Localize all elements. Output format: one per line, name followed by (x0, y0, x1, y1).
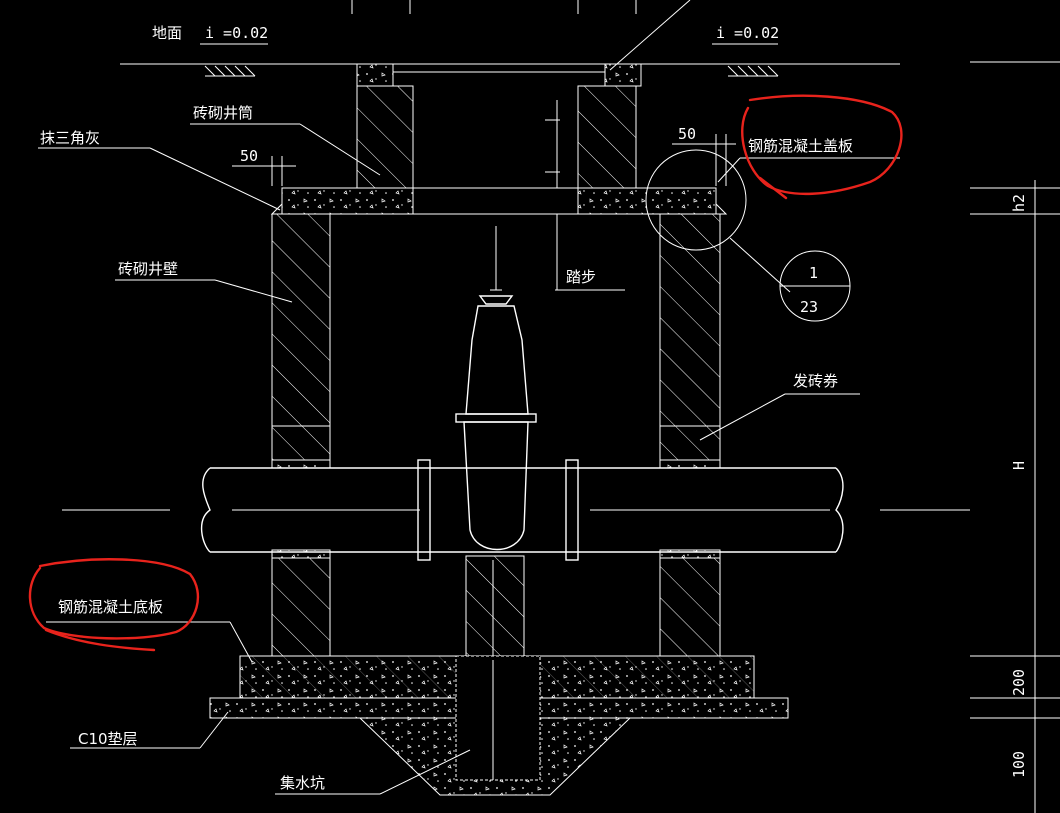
brick-arch-label: 发砖券 (793, 372, 838, 390)
red-highlight-annotations (28, 94, 903, 652)
top-tick-marks (351, 0, 691, 71)
offset-left-dim: 50 (240, 147, 258, 165)
vertical-dimensions: h2 H 200 100 (970, 180, 1060, 813)
sump-column (465, 555, 525, 780)
manhole-frame (356, 63, 642, 87)
ground-line: 地面 i =0.02 i =0.02 (120, 24, 1060, 77)
offset-right-dim: 50 (678, 125, 696, 143)
sump-label: 集水坑 (280, 774, 325, 792)
leader-lines (38, 123, 900, 795)
shaft-label: 砖砌井筒 (193, 104, 253, 122)
detail-callout: 1 23 (645, 149, 851, 322)
steps-label: 踏步 (566, 268, 596, 286)
h2-dim: h2 (1010, 194, 1028, 212)
cushion-label: C10垫层 (78, 730, 138, 748)
c10-cushion (209, 655, 789, 796)
brick-shaft (356, 85, 637, 290)
detail-number: 1 (809, 264, 818, 282)
slope-right-label: i =0.02 (716, 24, 779, 42)
bottom-plate-label: 钢筋混凝土底板 (58, 598, 163, 616)
slope-left-label: i =0.02 (205, 24, 268, 42)
gate-valve (455, 226, 537, 551)
ground-label: 地面 (152, 24, 182, 42)
cover-plate-label: 钢筋混凝土盖板 (748, 137, 853, 155)
offset-dimensions: 50 50 (232, 125, 736, 186)
wall-label: 砖砌井壁 (118, 260, 178, 278)
triangle-mortar-label: 抹三角灰 (40, 129, 100, 147)
cover-plate (270, 187, 728, 215)
pipe (62, 459, 970, 561)
cushion-thk-dim: 100 (1010, 751, 1028, 778)
H-dim: H (1010, 461, 1028, 470)
bottom-plate-thk-dim: 200 (1010, 669, 1028, 696)
detail-sheet: 23 (800, 298, 818, 316)
